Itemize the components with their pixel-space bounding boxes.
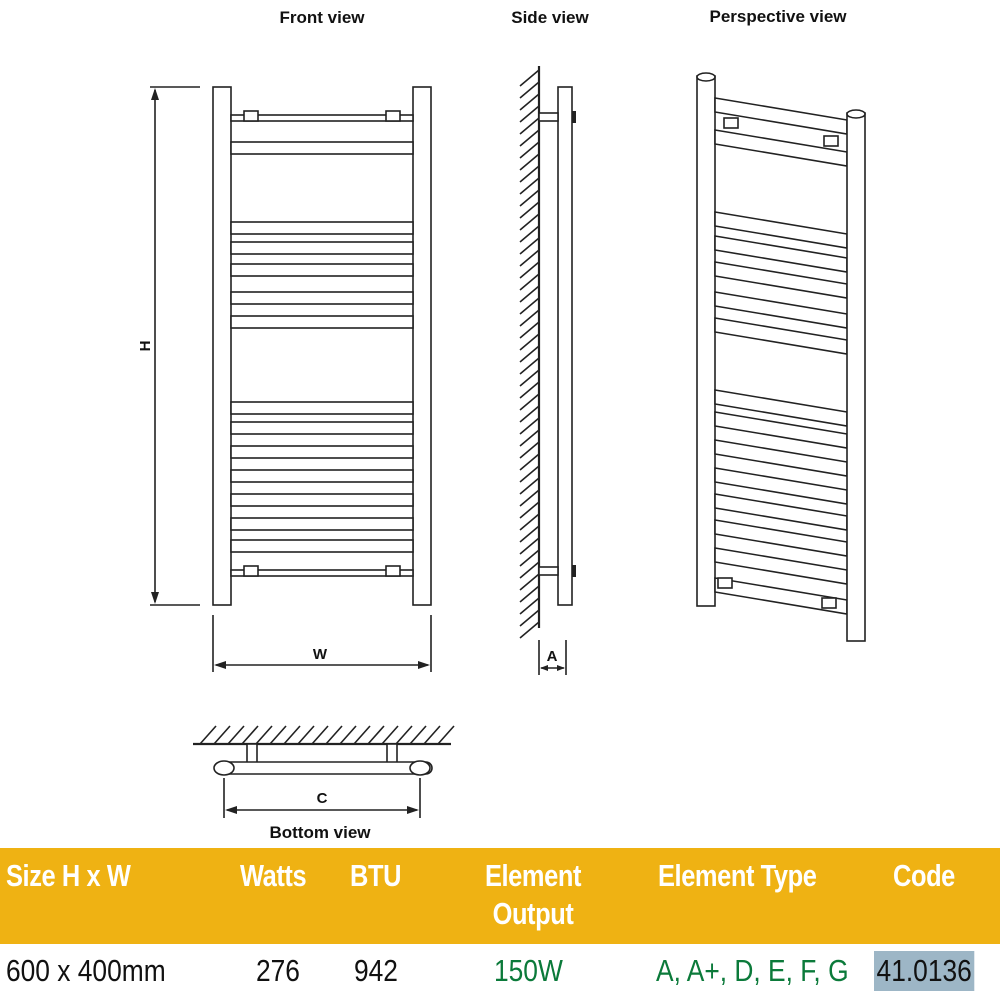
header-code: Code xyxy=(893,858,955,893)
front-view: H W xyxy=(137,86,432,672)
side-view: A xyxy=(519,66,576,675)
front-bars xyxy=(230,114,414,577)
front-bracket-top-right xyxy=(385,110,401,122)
depth-dimension-label: A xyxy=(547,648,558,665)
cell-watts: 276 xyxy=(256,953,300,988)
cell-element-type: A, A+, D, E, F, G xyxy=(656,953,849,988)
bottom-wall-hatching xyxy=(199,725,455,745)
front-bracket-bottom-right xyxy=(385,565,401,577)
header-btu: BTU xyxy=(350,858,402,893)
table-header: Size H x W Watts BTU Element Output Elem… xyxy=(0,848,1000,944)
width-dimension-label: W xyxy=(313,646,328,663)
perspective-bars xyxy=(714,97,848,615)
bottom-view-label: Bottom view xyxy=(269,823,371,842)
front-right-rail xyxy=(412,86,432,606)
front-bracket-top-left xyxy=(243,110,259,122)
height-dimension-label: H xyxy=(137,341,154,352)
front-bracket-bottom-left xyxy=(243,565,259,577)
side-view-label: Side view xyxy=(511,8,589,27)
table-row: 600 x 400mm 276 942 150W A, A+, D, E, F,… xyxy=(0,944,1000,1000)
perspective-view-label: Perspective view xyxy=(709,7,847,26)
perspective-right-rail xyxy=(846,112,866,642)
header-element-type: Element Type xyxy=(658,858,817,893)
front-left-rail xyxy=(212,86,232,606)
header-element-output-line1: Element xyxy=(484,858,582,893)
cell-element-output: 150W xyxy=(494,953,563,988)
perspective-view xyxy=(696,72,866,642)
spec-table: Size H x W Watts BTU Element Output Elem… xyxy=(0,848,1000,1000)
cell-code: 41.0136 xyxy=(874,951,975,991)
perspective-left-rail xyxy=(696,75,716,607)
cell-size: 600 x 400mm xyxy=(6,953,166,988)
header-size: Size H x W xyxy=(6,858,131,893)
bottom-bar xyxy=(221,761,433,775)
header-watts: Watts xyxy=(240,858,307,893)
cell-btu: 942 xyxy=(354,953,398,988)
wall-hatching xyxy=(519,69,540,639)
header-element-output-line2: Output xyxy=(492,896,574,931)
side-rail xyxy=(557,86,573,606)
front-view-label: Front view xyxy=(279,8,365,27)
bottom-view: C xyxy=(193,725,455,818)
centres-dimension-label: C xyxy=(317,790,328,807)
technical-drawing: Front view Side view Perspective view Bo… xyxy=(137,7,866,842)
